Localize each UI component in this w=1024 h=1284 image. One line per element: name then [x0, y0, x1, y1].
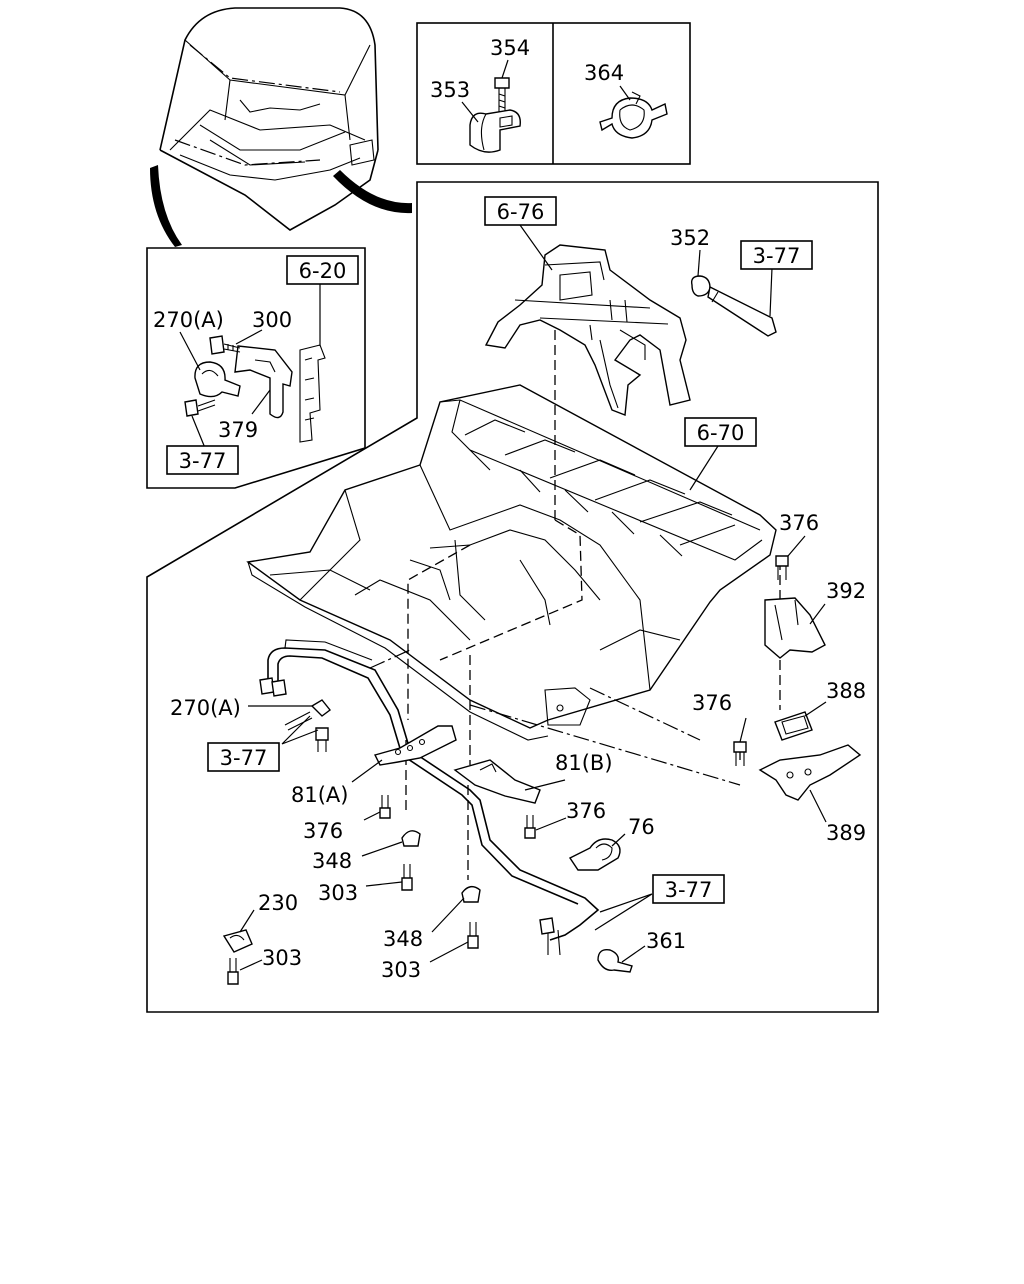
leader-lines — [179, 59, 827, 971]
part-270a-inset-label: 270(A) — [153, 308, 224, 332]
part-230-label: 230 — [258, 891, 298, 915]
main-diagram-frame — [146, 181, 879, 1013]
part-354-label: 354 — [490, 36, 530, 60]
ref-6-20-label: 6-20 — [299, 259, 347, 283]
part-376-b-label: 376 — [692, 691, 732, 715]
part-353-label: 353 — [430, 78, 470, 102]
ref-3-77-bottom-label: 3-77 — [665, 878, 713, 902]
part-376-c-label: 376 — [303, 819, 343, 843]
part-389-label: 389 — [826, 821, 866, 845]
ref-6-70[interactable]: 6-70 — [684, 417, 757, 447]
clip-detail-box — [416, 22, 691, 165]
ref-3-77-inset[interactable]: 3-77 — [166, 445, 239, 475]
ref-3-77-left[interactable]: 3-77 — [207, 742, 280, 772]
crossmember-bracket — [484, 244, 691, 416]
part-76-label: 76 — [628, 815, 655, 839]
part-303-a-label: 303 — [318, 881, 358, 905]
ref-6-20[interactable]: 6-20 — [286, 255, 359, 285]
part-364-label: 364 — [584, 61, 624, 85]
hardware-parts — [222, 555, 862, 985]
part-303-b-label: 303 — [262, 946, 302, 970]
ref-6-76[interactable]: 6-76 — [484, 196, 557, 226]
ref-3-77-left-label: 3-77 — [220, 746, 268, 770]
part-303-c-label: 303 — [381, 958, 421, 982]
part-300-label: 300 — [252, 308, 292, 332]
ref-6-70-label: 6-70 — [697, 421, 745, 445]
pipe-assembly — [259, 639, 600, 956]
guide-lines — [369, 330, 781, 880]
part-81a-label: 81(A) — [291, 783, 348, 807]
ref-6-76-label: 6-76 — [497, 200, 545, 224]
part-labels: 354 353 364 352 270(A) 300 379 376 392 3… — [153, 36, 866, 982]
vehicle-overview — [150, 7, 412, 247]
floor-panel — [246, 384, 777, 741]
part-376-a-label: 376 — [779, 511, 819, 535]
part-348-b-label: 348 — [383, 927, 423, 951]
ref-3-77-inset-label: 3-77 — [179, 449, 227, 473]
bracket-inset-box — [146, 247, 366, 489]
ref-3-77-bottom[interactable]: 3-77 — [652, 874, 725, 904]
part-376-d-label: 376 — [566, 799, 606, 823]
part-348-a-label: 348 — [312, 849, 352, 873]
part-361-label: 361 — [646, 929, 686, 953]
ref-3-77-top-label: 3-77 — [753, 244, 801, 268]
part-270a-main-label: 270(A) — [170, 696, 241, 720]
part-392-label: 392 — [826, 579, 866, 603]
plug-and-rod — [690, 275, 777, 337]
part-379-label: 379 — [218, 418, 258, 442]
ref-3-77-top[interactable]: 3-77 — [740, 240, 813, 270]
part-81b-label: 81(B) — [555, 751, 613, 775]
part-388-label: 388 — [826, 679, 866, 703]
part-352-label: 352 — [670, 226, 710, 250]
